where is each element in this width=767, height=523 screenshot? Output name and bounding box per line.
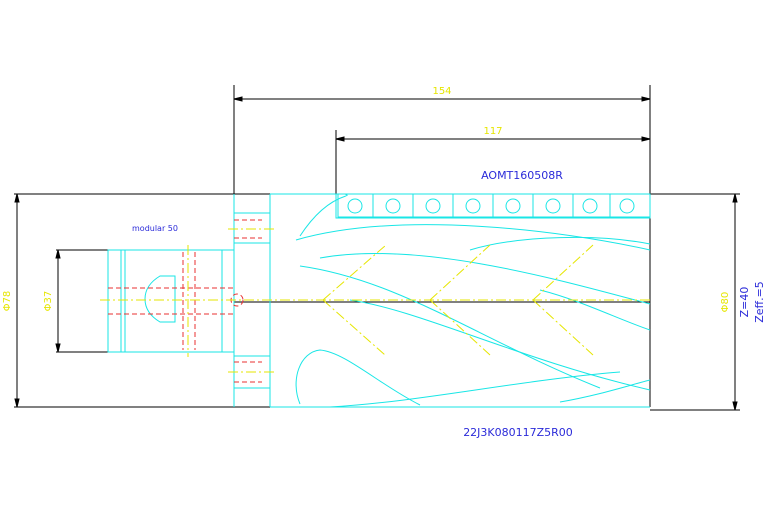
effective-teeth-label: Zeff.=5 xyxy=(753,281,766,323)
dim-cutter-diameter: Φ80 xyxy=(720,292,731,313)
dim-bore-diameter: Φ37 xyxy=(43,291,54,312)
center-lines xyxy=(100,228,650,373)
hidden-lines xyxy=(108,219,262,383)
cyan-geometry xyxy=(107,193,651,408)
insert-row xyxy=(335,193,651,219)
dim-flange-diameter: Φ78 xyxy=(2,291,13,312)
dim-overall-length: 154 xyxy=(432,86,451,97)
dim-cutting-length: 117 xyxy=(483,126,502,137)
teeth-count-label: Z=40 xyxy=(738,287,751,318)
dimension-lines xyxy=(14,85,740,411)
insert-code-label: AOMT160508R xyxy=(481,169,563,182)
arbor-label: modular 50 xyxy=(132,224,178,233)
part-number-label: 22J3K080117Z5R00 xyxy=(463,426,573,439)
